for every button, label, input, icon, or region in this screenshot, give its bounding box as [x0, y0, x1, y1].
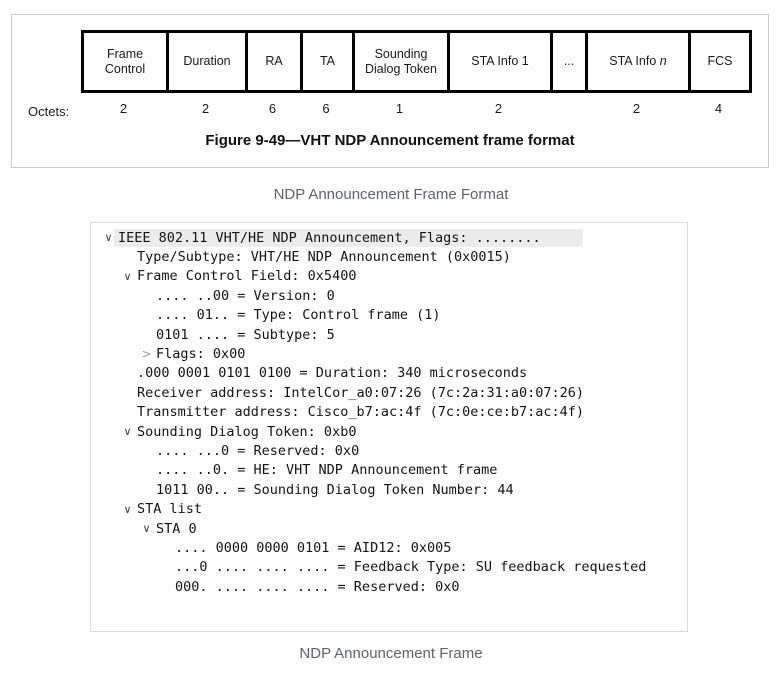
field-box: STA Info n	[585, 30, 691, 93]
tree-row[interactable]: 1011 00.. = Sounding Dialog Token Number…	[91, 480, 687, 499]
field-label: ...	[563, 54, 575, 69]
tree-row-text: .... ..0. = HE: VHT NDP Announcement fra…	[156, 462, 498, 479]
tree-row-text: STA 0	[156, 520, 197, 537]
tree-row-text: .... ...0 = Reserved: 0x0	[156, 442, 360, 459]
field-label: TA	[319, 54, 336, 69]
frame-format-boxes-row: Frame Control Duration RA TA Sounding Dialog…	[81, 30, 752, 93]
field-box: ...	[550, 30, 588, 93]
field-label: STA Info 1	[471, 54, 529, 69]
packet-dissector-panel: ∨IEEE 802.11 VHT/HE NDP Announcement, Fl…	[90, 222, 688, 632]
tree-row-text: Type/Subtype: VHT/HE NDP Announcement (0…	[137, 249, 511, 266]
octet-count: 2	[494, 101, 503, 116]
tree-row[interactable]: ...0 .... .... .... = Feedback Type: SU …	[91, 558, 687, 577]
tree-row[interactable]: Receiver address: IntelCor_a0:07:26 (7c:…	[91, 383, 687, 402]
chevron-down-icon[interactable]: ∨	[104, 231, 113, 245]
tree-row[interactable]: 000. .... .... .... = Reserved: 0x0	[91, 577, 687, 596]
field-label: FCS	[707, 54, 733, 69]
tree-row-text: 000. .... .... .... = Reserved: 0x0	[175, 578, 460, 595]
field-box: Frame Control	[81, 30, 169, 93]
tree-row-text: STA list	[137, 501, 203, 518]
tree-row-text-selected: IEEE 802.11 VHT/HE NDP Announcement, Fla…	[114, 228, 583, 247]
octet-count	[550, 101, 585, 116]
tree-row-text: Flags: 0x00	[156, 346, 246, 363]
tree-row[interactable]: ∨ STA list	[91, 499, 687, 518]
tree-row[interactable]: ∨IEEE 802.11 VHT/HE NDP Announcement, Fl…	[91, 228, 687, 247]
tree-row-text: Transmitter address: Cisco_b7:ac:4f (7c:…	[137, 404, 585, 421]
tree-row[interactable]: 0101 .... = Subtype: 5	[91, 325, 687, 344]
tree-row[interactable]: ∨ Frame Control Field: 0x5400	[91, 267, 687, 286]
tree-row-text: 0101 .... = Subtype: 5	[156, 326, 335, 343]
field-label: Duration	[183, 54, 231, 69]
tree-row-text: .... 01.. = Type: Control frame (1)	[156, 307, 441, 324]
octet-count: 2	[119, 101, 128, 116]
tree-row-text: ...0 .... .... .... = Feedback Type: SU …	[175, 559, 647, 576]
chevron-down-icon[interactable]: ∨	[142, 522, 151, 536]
tree-row[interactable]: Type/Subtype: VHT/HE NDP Announcement (0…	[91, 247, 687, 266]
frame-format-figure-panel: Frame Control Duration RA TA Sounding Dialog…	[11, 14, 769, 168]
octet-count: 6	[322, 101, 330, 116]
octet-count: 4	[714, 101, 723, 116]
field-label-italic-suffix: n	[659, 54, 667, 69]
tree-row[interactable]: ∨ STA 0	[91, 519, 687, 538]
chevron-down-icon[interactable]: ∨	[123, 502, 132, 516]
chevron-down-icon[interactable]: ∨	[123, 425, 132, 439]
tree-row[interactable]: .... ..0. = HE: VHT NDP Announcement fra…	[91, 461, 687, 480]
tree-row-text: 1011 00.. = Sounding Dialog Token Number…	[156, 481, 514, 498]
tree-row-text: Sounding Dialog Token: 0xb0	[137, 423, 357, 440]
field-box: TA	[300, 30, 355, 93]
tree-row[interactable]: .000 0001 0101 0100 = Duration: 340 micr…	[91, 364, 687, 383]
tree-row[interactable]: .... 01.. = Type: Control frame (1)	[91, 306, 687, 325]
field-label: RA	[265, 54, 283, 69]
octet-count: 2	[632, 101, 641, 116]
tree-row[interactable]: .... 0000 0000 0101 = AID12: 0x005	[91, 538, 687, 557]
frame-section-caption: NDP Announcement Frame	[299, 645, 483, 662]
tree-row[interactable]: ∨ Sounding Dialog Token: 0xb0	[91, 422, 687, 441]
tree-row[interactable]: .... ..00 = Version: 0	[91, 286, 687, 305]
format-section-caption: NDP Announcement Frame Format	[273, 186, 509, 203]
octets-row: 2 2 6 6 1 2 2 4	[81, 101, 749, 116]
field-label: Sounding Dialog Token	[364, 46, 438, 76]
field-label: Frame Control	[104, 46, 146, 76]
chevron-down-icon[interactable]: ∨	[123, 269, 132, 283]
tree-row-text: Receiver address: IntelCor_a0:07:26 (7c:…	[137, 384, 585, 401]
octets-label: Octets:	[28, 104, 70, 119]
tree-row[interactable]: .... ...0 = Reserved: 0x0	[91, 441, 687, 460]
tree-row-text: .... ..00 = Version: 0	[156, 287, 335, 304]
field-box: RA	[245, 30, 303, 93]
field-box: STA Info 1	[447, 30, 553, 93]
octet-count: 2	[201, 101, 210, 116]
tree-row[interactable]: Transmitter address: Cisco_b7:ac:4f (7c:…	[91, 403, 687, 422]
octet-count: 6	[268, 101, 277, 116]
field-box: FCS	[688, 30, 752, 93]
figure-caption: Figure 9-49—VHT NDP Announcement frame f…	[205, 132, 575, 149]
tree-row-text: .... 0000 0000 0101 = AID12: 0x005	[175, 539, 452, 556]
tree-row[interactable]: > Flags: 0x00	[91, 344, 687, 363]
field-label: STA Info n	[609, 54, 667, 69]
tree-row-text: .000 0001 0101 0100 = Duration: 340 micr…	[137, 365, 528, 382]
field-box: Duration	[166, 30, 248, 93]
tree-row-text: Frame Control Field: 0x5400	[137, 268, 357, 285]
octet-count: 1	[395, 101, 404, 116]
chevron-right-icon[interactable]: >	[141, 347, 152, 362]
field-box: Sounding Dialog Token	[352, 30, 450, 93]
